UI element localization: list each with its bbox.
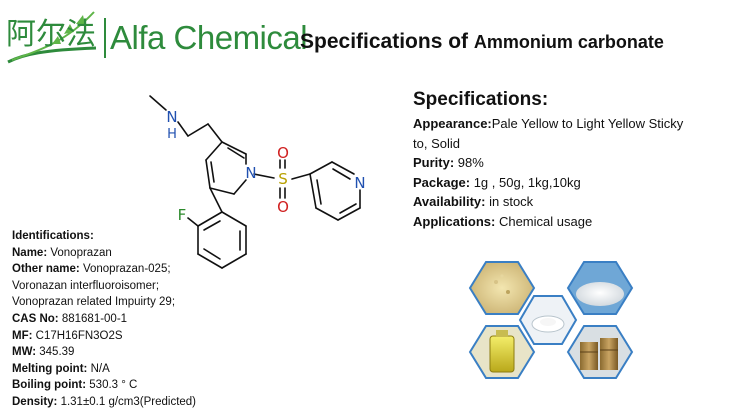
logo-divider <box>104 18 106 58</box>
identifications-heading: Identifications: <box>12 230 94 242</box>
ident-mw: MW: 345.39 <box>12 344 252 361</box>
photo-white-powder <box>566 261 634 315</box>
availability-value: in stock <box>485 194 534 209</box>
mw-label: MW: <box>12 346 37 359</box>
spec-availability: Availability: in stock <box>413 192 723 212</box>
ident-mf: MF: C17H16FN3O2S <box>12 328 252 345</box>
other-name-value: Vonoprazan-025; <box>79 263 171 276</box>
other-name-label: Other name: <box>12 263 80 276</box>
logo-cn-text: 阿尔法 <box>6 17 96 52</box>
company-logo: 阿尔法 Alfa Chemical <box>4 4 308 66</box>
spec-purity: Purity: 98% <box>413 153 723 173</box>
identifications-panel: Identifications: Name: Vonoprazan Other … <box>12 228 252 411</box>
name-label: Name: <box>12 246 48 259</box>
photo-drums <box>566 325 634 379</box>
applications-label: Applications: <box>413 213 496 229</box>
atom-n-pyrrole: N <box>245 164 256 182</box>
melting-point-label: Melting point: <box>12 362 88 375</box>
spec-applications: Applications: Chemical usage <box>413 212 723 232</box>
mf-label: MF: <box>12 329 33 342</box>
title-product: Ammonium carbonate <box>473 32 664 52</box>
melting-point-value: N/A <box>87 362 110 375</box>
atom-sulfur: S <box>278 170 288 188</box>
ident-cas: CAS No: 881681-00-1 <box>12 311 252 328</box>
ident-boiling-point: Boiling point: 530.3 ° C <box>12 377 252 394</box>
spec-package: Package: 1g , 50g, 1kg,10kg <box>413 173 723 193</box>
photo-liquid-bottle <box>468 325 536 379</box>
appearance-value: Pale Yellow to Light Yellow Sticky <box>491 116 684 131</box>
photo-granules <box>468 261 536 315</box>
specifications-heading: Specifications: <box>413 89 549 110</box>
other-name-value-2: Voronazan interfluoroisomer; <box>12 279 160 292</box>
package-value: 1g , 50g, 1kg,10kg <box>470 174 581 190</box>
other-name-value-3: Vonoprazan related Impuirty 29; <box>12 296 176 309</box>
atom-o-top: O <box>277 144 289 162</box>
package-label: Package: <box>413 174 471 190</box>
atom-h-amine: H <box>167 127 177 142</box>
spec-appearance: Appearance:Pale Yellow to Light Yellow S… <box>413 114 723 134</box>
specifications-panel: Specifications: Appearance:Pale Yellow t… <box>413 88 723 231</box>
title-prefix: Specifications of <box>300 30 474 53</box>
density-value: 1.31±0.1 g/cm3(Predicted) <box>57 395 197 408</box>
ident-other-name: Other name: Vonoprazan-025; <box>12 261 252 278</box>
cas-label: CAS No: <box>12 312 59 325</box>
applications-value: Chemical usage <box>495 213 593 229</box>
purity-label: Purity: <box>413 155 455 170</box>
molecule-structure: N H N S O O N F <box>149 95 366 269</box>
boiling-point-value: 530.3 ° C <box>86 379 138 392</box>
atom-n-pyridine: N <box>354 174 365 192</box>
mf-value: C17H16FN3O2S <box>32 329 123 342</box>
logo-brand-name: Alfa Chemical <box>110 19 308 56</box>
photo-petri-dish <box>518 295 578 345</box>
ident-melting-point: Melting point: N/A <box>12 361 252 378</box>
cas-value: 881681-00-1 <box>58 312 128 325</box>
ident-density: Density: 1.31±0.1 g/cm3(Predicted) <box>12 394 252 411</box>
atom-o-bottom: O <box>277 198 289 216</box>
mw-value: 345.39 <box>36 346 75 359</box>
logo-chinese-mark: 阿尔法 <box>6 11 97 64</box>
density-label: Density: <box>12 395 58 408</box>
product-photo-collage <box>468 261 634 379</box>
boiling-point-label: Boiling point: <box>12 379 87 392</box>
name-value: Vonoprazan <box>47 246 112 259</box>
atom-fluorine: F <box>178 206 187 224</box>
ident-name: Name: Vonoprazan <box>12 245 252 262</box>
availability-label: Availability: <box>413 194 486 209</box>
appearance-value-cont: to, Solid <box>413 135 460 151</box>
appearance-label: Appearance: <box>413 116 492 131</box>
page-title: Specifications of Ammonium carbonate <box>300 30 664 54</box>
purity-value: 98% <box>454 155 484 170</box>
atom-n-amine: N <box>166 108 177 126</box>
